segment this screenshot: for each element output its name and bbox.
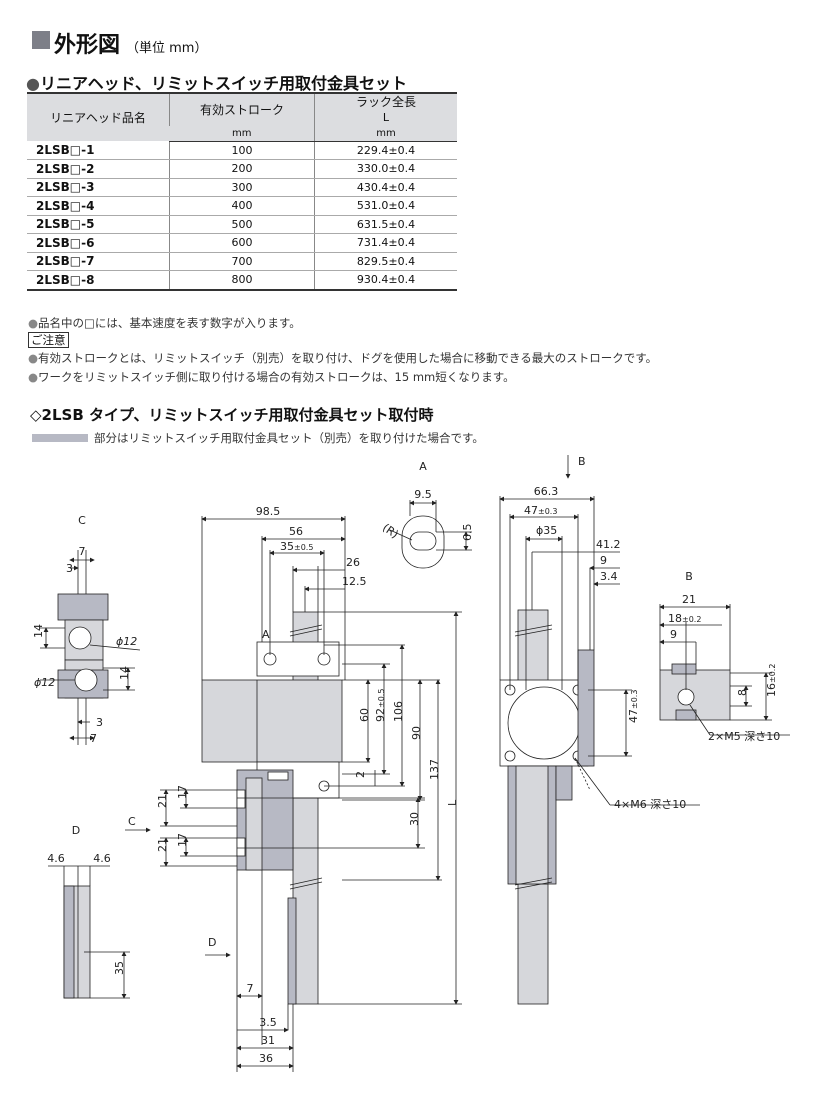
dim: 4.6 bbox=[93, 852, 111, 865]
dim: 56 bbox=[289, 525, 303, 538]
dim: 66.3 bbox=[534, 485, 559, 498]
dim: 30 bbox=[408, 812, 421, 826]
note-model: ●品名中の□には、基本速度を表す数字が入ります。 bbox=[28, 316, 301, 330]
dim: 9 bbox=[600, 554, 607, 567]
dim: 7 bbox=[90, 732, 97, 745]
dim: 31 bbox=[261, 1034, 275, 1047]
header-stroke: 有効ストローク bbox=[169, 93, 315, 126]
dim: L bbox=[446, 799, 459, 806]
dim: 7 bbox=[247, 982, 254, 995]
dim: 35 bbox=[113, 961, 126, 975]
view-a bbox=[389, 500, 472, 569]
dim: ϕ12 bbox=[116, 635, 137, 648]
title-square-icon bbox=[32, 31, 50, 49]
dim: 60 bbox=[358, 708, 371, 722]
dim: 7 bbox=[79, 545, 86, 558]
dim: 12.5 bbox=[342, 575, 367, 588]
dim: 47±0.3 bbox=[627, 690, 640, 723]
view-b-detail bbox=[659, 604, 790, 736]
dim: 36 bbox=[259, 1052, 273, 1065]
label-a-mark: A bbox=[262, 628, 270, 641]
dim: 18±0.2 bbox=[668, 612, 701, 625]
label-view-c: C bbox=[78, 514, 86, 527]
dim: 3 bbox=[66, 562, 73, 575]
view-c bbox=[40, 550, 141, 745]
unit-stroke: mm bbox=[169, 125, 315, 142]
label-view-a: A bbox=[419, 460, 427, 473]
dim: 35±0.5 bbox=[280, 540, 313, 553]
view-b bbox=[499, 455, 700, 1005]
dim: 41.2 bbox=[596, 538, 621, 551]
dim: 21 bbox=[156, 838, 169, 852]
dim: 6.5 bbox=[461, 524, 474, 542]
dim: 2 bbox=[354, 771, 367, 778]
view-d bbox=[48, 865, 130, 999]
dim: 9.5 bbox=[414, 488, 432, 501]
dim: 92±0.5 bbox=[374, 689, 387, 722]
dim: 90 bbox=[410, 726, 423, 740]
legend-swatch bbox=[32, 434, 88, 442]
label-view-b-detail: B bbox=[685, 570, 693, 583]
dim: 9 bbox=[670, 628, 677, 641]
dim: 16±0.2 bbox=[765, 664, 778, 697]
unit-label: （単位 mm） bbox=[126, 41, 208, 56]
legend-text: 部分はリミットスイッチ用取付金具セット（別売）を取り付けた場合です。 bbox=[94, 431, 484, 445]
dim: 14 bbox=[118, 666, 131, 680]
dim: ϕ12 bbox=[34, 676, 55, 689]
dim: 4×M6 深さ10 bbox=[614, 798, 686, 811]
header-model: リニアヘッド品名 bbox=[27, 93, 170, 141]
dim: 14 bbox=[32, 624, 45, 638]
dim: 98.5 bbox=[256, 505, 281, 518]
label-view-d: D bbox=[72, 824, 80, 837]
dim: ϕ35 bbox=[536, 524, 557, 537]
bullet-icon: ● bbox=[26, 74, 40, 93]
unit-rack: mm bbox=[314, 125, 457, 142]
dim: 47±0.3 bbox=[524, 504, 557, 517]
dim: 17 bbox=[176, 833, 189, 847]
dim: 26 bbox=[346, 556, 360, 569]
dim: 21 bbox=[156, 794, 169, 808]
dim: 3.5 bbox=[259, 1016, 277, 1029]
label-view-b: B bbox=[578, 455, 586, 468]
dim: 21 bbox=[682, 593, 696, 606]
dim: 106 bbox=[392, 701, 405, 722]
dim: 3.4 bbox=[600, 570, 618, 583]
caution-label: ご注意 bbox=[28, 332, 69, 348]
dim: 8 bbox=[736, 689, 749, 696]
dim: (R) bbox=[380, 521, 401, 541]
dim: 3 bbox=[96, 716, 103, 729]
dim: 2×M5 深さ10 bbox=[708, 730, 780, 743]
dim: 4.6 bbox=[47, 852, 65, 865]
page-title: 外形図（単位 mm） bbox=[54, 33, 208, 58]
dim: 137 bbox=[428, 759, 441, 780]
caution-text-2: ●ワークをリミットスイッチ側に取り付ける場合の有効ストロークは、15 mm短くな… bbox=[28, 370, 515, 384]
dim: 17 bbox=[176, 785, 189, 799]
section2-title: ◇2LSB タイプ、リミットスイッチ用取付金具セット取付時 bbox=[30, 406, 434, 424]
label-d-arrow: D bbox=[208, 936, 216, 949]
caution-text-1: ●有効ストロークとは、リミットスイッチ（別売）を取り付け、ドグを使用した場合に移… bbox=[28, 351, 658, 365]
label-c-arrow: C bbox=[128, 815, 136, 828]
section1-title: ●リニアヘッド、リミットスイッチ用取付金具セット bbox=[26, 74, 408, 93]
view-main bbox=[125, 516, 462, 1072]
